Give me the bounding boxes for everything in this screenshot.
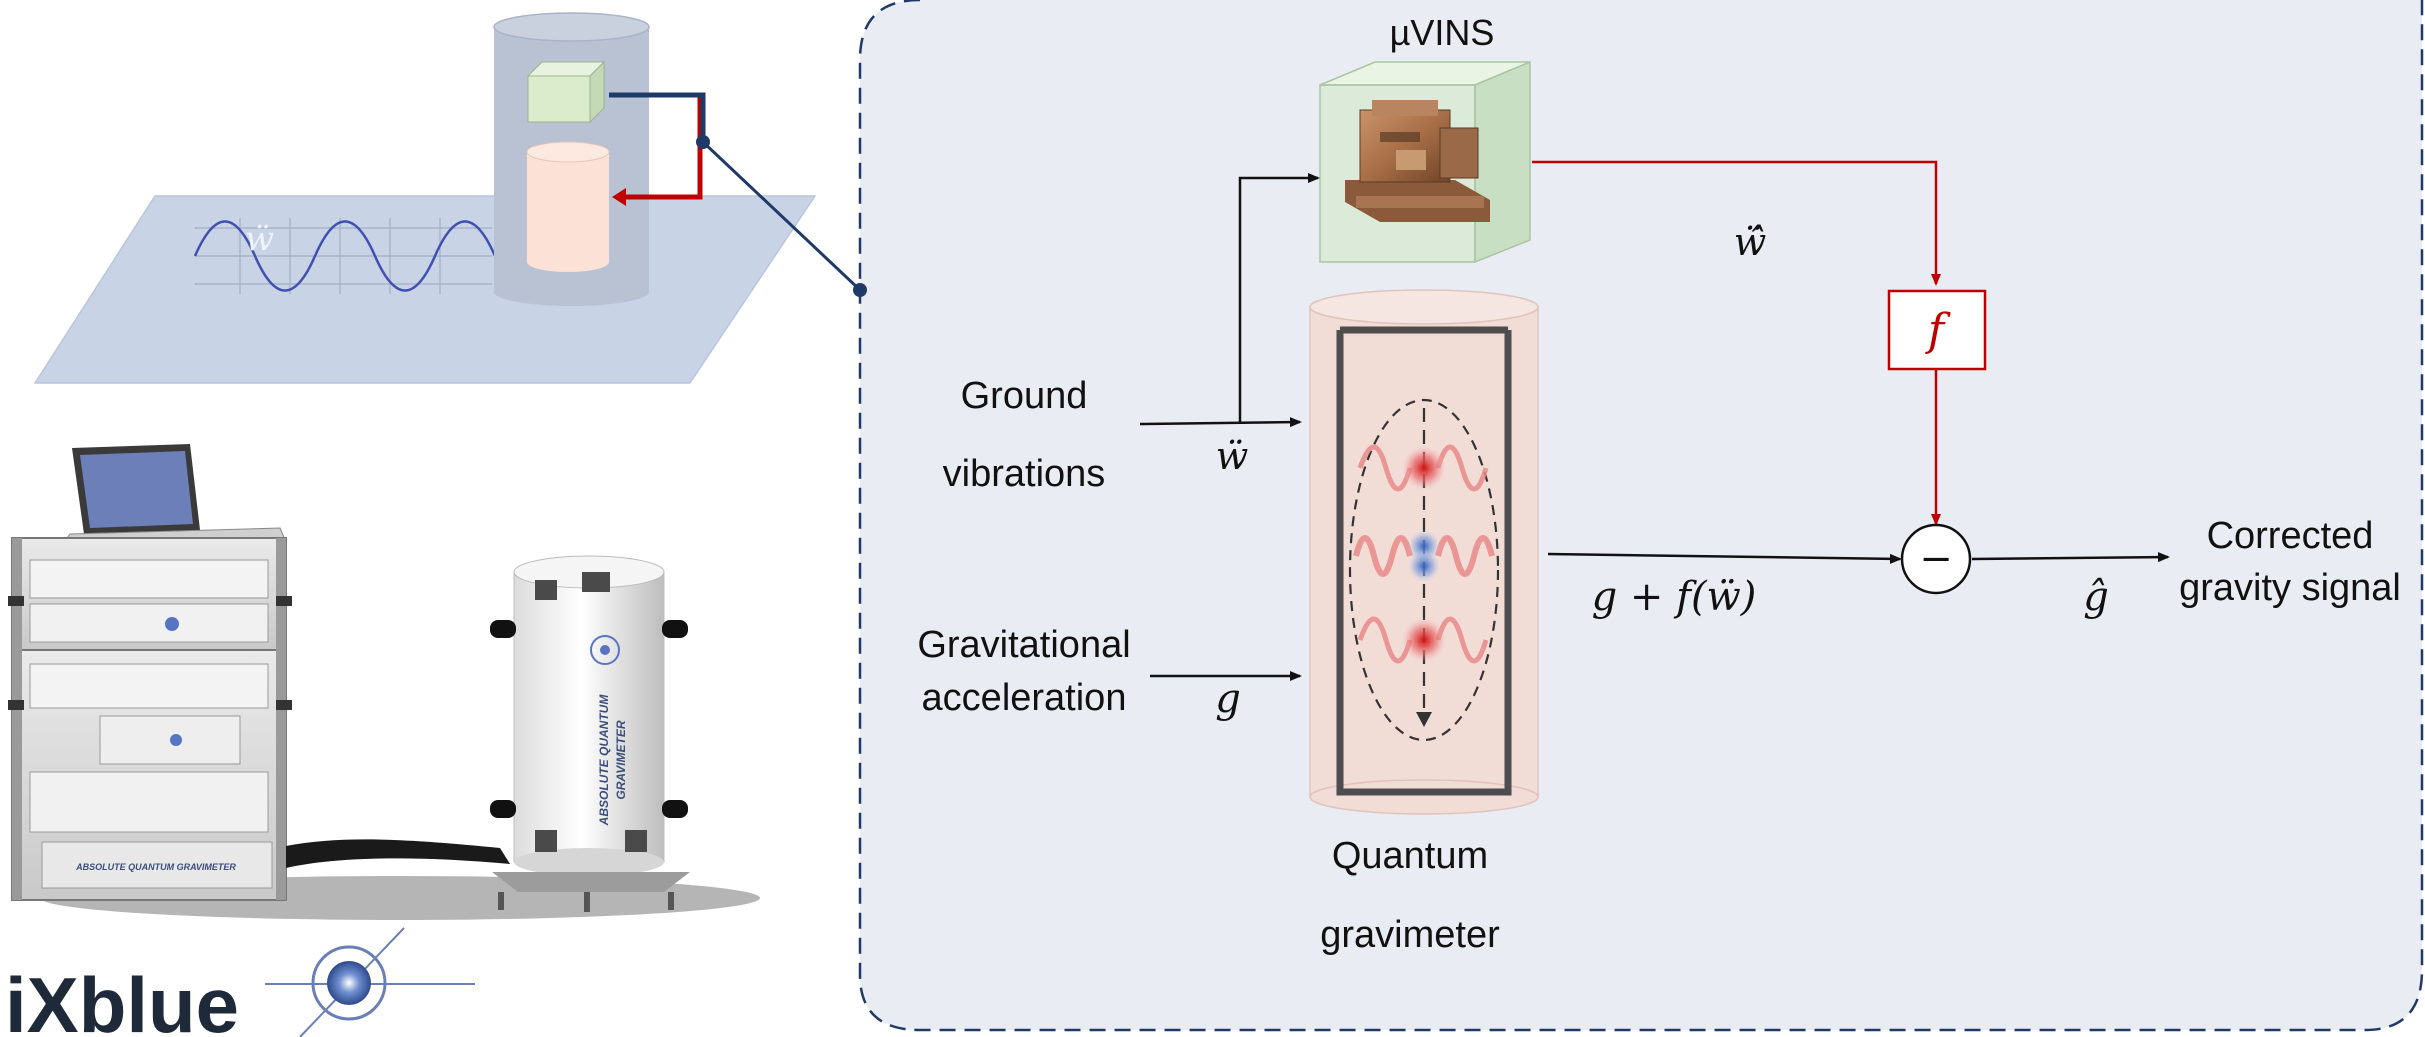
- diagram-panel: [858, 0, 2424, 1032]
- ground-vibration-wave: [193, 220, 497, 292]
- gravity-symbol: g: [1215, 676, 1241, 722]
- output-line1: Corrected: [2207, 515, 2374, 557]
- input-gravity-line1: Gravitational: [917, 624, 1130, 666]
- input-gravity-line2: acceleration: [922, 677, 1127, 719]
- gravimeter-line2: gravimeter: [1320, 914, 1500, 956]
- vibration-estimate-label: ẅ̂: [1734, 220, 1767, 264]
- vins-sensor-icon: [1319, 60, 1531, 264]
- sensor-name-label: µVINS: [1390, 12, 1495, 53]
- ixblue-logo-icon: iXblue: [5, 927, 475, 1037]
- gravimeter-sketch-icon: ẅ: [33, 12, 867, 384]
- signal-flow-red: [1532, 160, 1987, 526]
- sensor-head-label-2: GRAVIMETER: [614, 720, 628, 799]
- vibration-symbol: ẅ: [1216, 434, 1249, 478]
- sensor-head-label-1: ABSOLUTE QUANTUM: [597, 694, 611, 827]
- input-vibrations-line1: Ground: [961, 375, 1088, 417]
- cabinet-label: ABSOLUTE QUANTUM GRAVIMETER: [75, 862, 236, 872]
- subtract-symbol: −: [1919, 536, 1953, 582]
- subtractor-node: [1900, 523, 1972, 595]
- instrument-photo: ABSOLUTE QUANTUM GRAVIMETER ABSOLUTE QUA…: [8, 444, 760, 920]
- output-line2: gravity signal: [2179, 567, 2401, 609]
- ixblue-logo-text: iXblue: [5, 961, 239, 1037]
- ground-plane: [33, 195, 817, 384]
- gravity-estimate-label: ĝ: [2083, 574, 2109, 620]
- gravimeter-line1: Quantum: [1332, 835, 1488, 877]
- measurement-expression: g + f(ẅ): [1592, 574, 1757, 620]
- atom-cloud-icon: [1353, 444, 1495, 664]
- sketch-wave-label: ẅ: [245, 219, 274, 259]
- input-vibrations-line2: vibrations: [943, 453, 1106, 495]
- signal-flow-black: [1139, 173, 2170, 681]
